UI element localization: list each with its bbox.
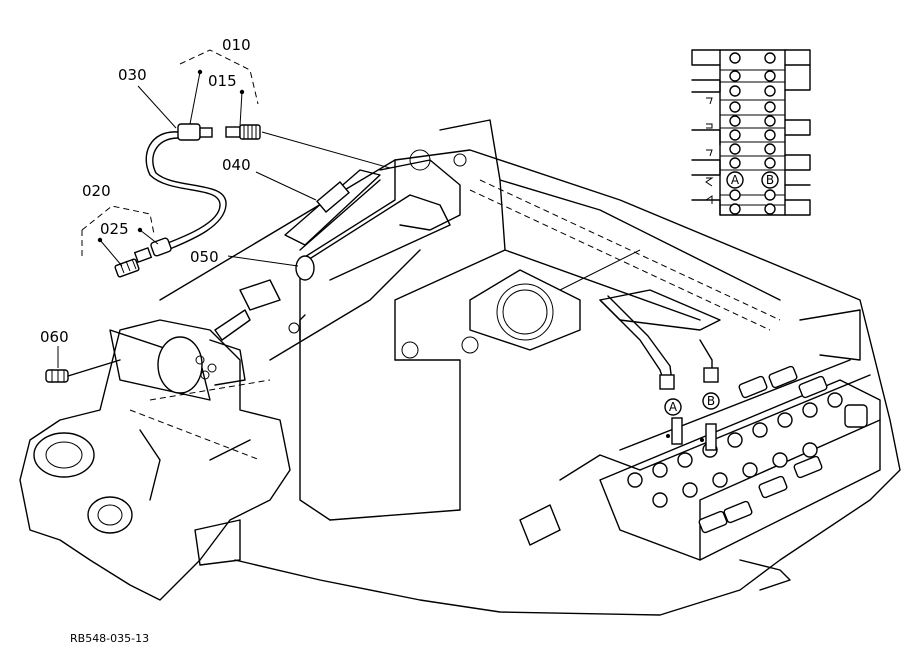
hose-030 [145, 123, 391, 253]
label-025: 025 [100, 220, 129, 238]
valve-marker-a-circle [664, 398, 682, 416]
label-060: 060 [40, 328, 69, 346]
control-valve-bank [599, 295, 881, 561]
label-015: 015 [208, 72, 237, 90]
valve-spools [698, 365, 868, 534]
label-030: 030 [118, 66, 147, 84]
valve-ports [627, 392, 843, 508]
swing-bracket [19, 319, 291, 601]
inset-marker-b-circle [761, 171, 779, 189]
label-050: 050 [190, 248, 219, 266]
valve-marker-a: A [669, 400, 678, 414]
inset-marker-a-circle [726, 171, 744, 189]
valve-marker-b: B [707, 394, 715, 408]
cylinder-hose-040 [214, 159, 461, 361]
fitting-020-025 [114, 237, 172, 278]
inset-marker-a: A [731, 173, 740, 187]
valve-marker-b-circle [702, 392, 720, 410]
label-020: 020 [82, 182, 111, 200]
port-diagram-inset [691, 49, 811, 216]
label-040: 040 [222, 156, 251, 174]
callout-leaders [57, 49, 317, 368]
label-010: 010 [222, 36, 251, 54]
drawing-code: RB548-035-13 [70, 632, 149, 645]
fitting-060 [45, 359, 121, 383]
inset-marker-b: B [766, 173, 774, 187]
